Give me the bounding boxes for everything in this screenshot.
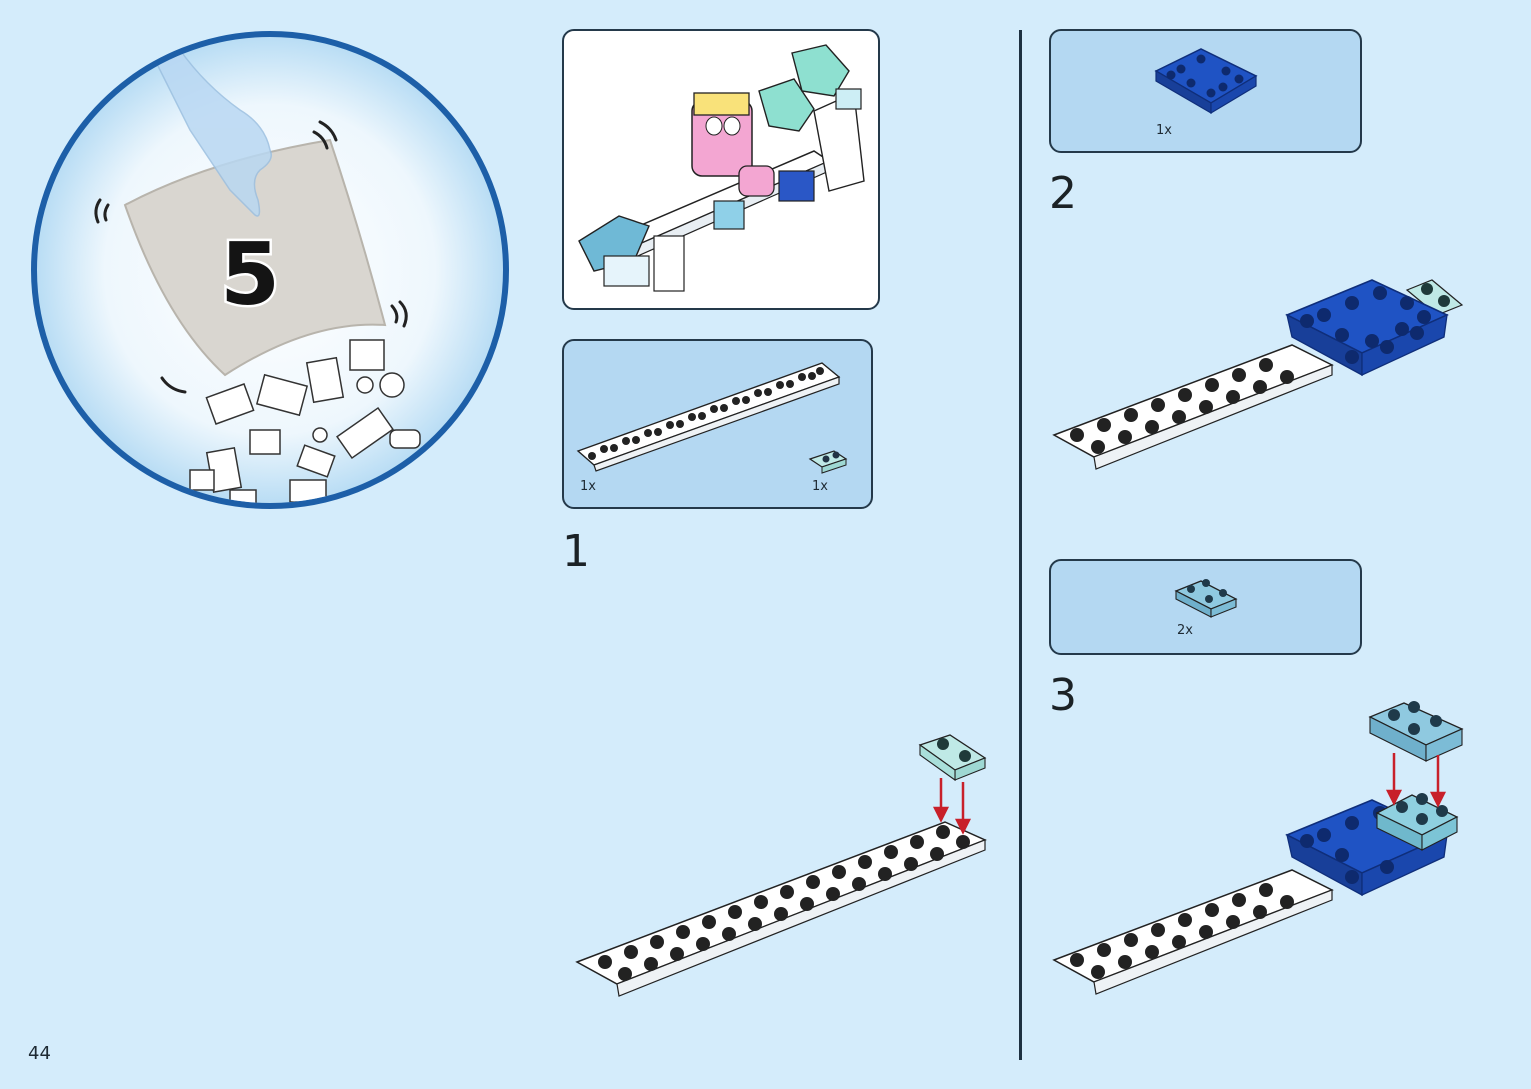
column-divider [1019, 30, 1022, 1060]
step-1-number: 1 [562, 530, 590, 574]
step-2-part-1-qty: 1x [1156, 123, 1172, 138]
step-3-assembly-illustration [1052, 695, 1482, 1015]
bag-number: 5 [205, 230, 295, 320]
step-1-parts-box: 1x 1x [562, 339, 873, 509]
step-1-part-2-qty: 1x [812, 479, 828, 494]
page-number: 44 [28, 1043, 51, 1064]
step-3-parts-illustration [1051, 561, 1360, 653]
step-2-number: 2 [1049, 172, 1077, 216]
step-1-assembly-illustration [575, 730, 995, 1030]
step-3-part-1-qty: 2x [1177, 623, 1193, 638]
model-preview-illustration [564, 31, 878, 308]
model-preview-box [562, 29, 880, 310]
step-3-parts-box: 2x [1049, 559, 1362, 655]
step-2-parts-illustration [1051, 31, 1360, 151]
step-2-parts-box: 1x [1049, 29, 1362, 153]
step-1-part-1-qty: 1x [580, 479, 596, 494]
step-2-assembly-illustration [1052, 275, 1482, 495]
